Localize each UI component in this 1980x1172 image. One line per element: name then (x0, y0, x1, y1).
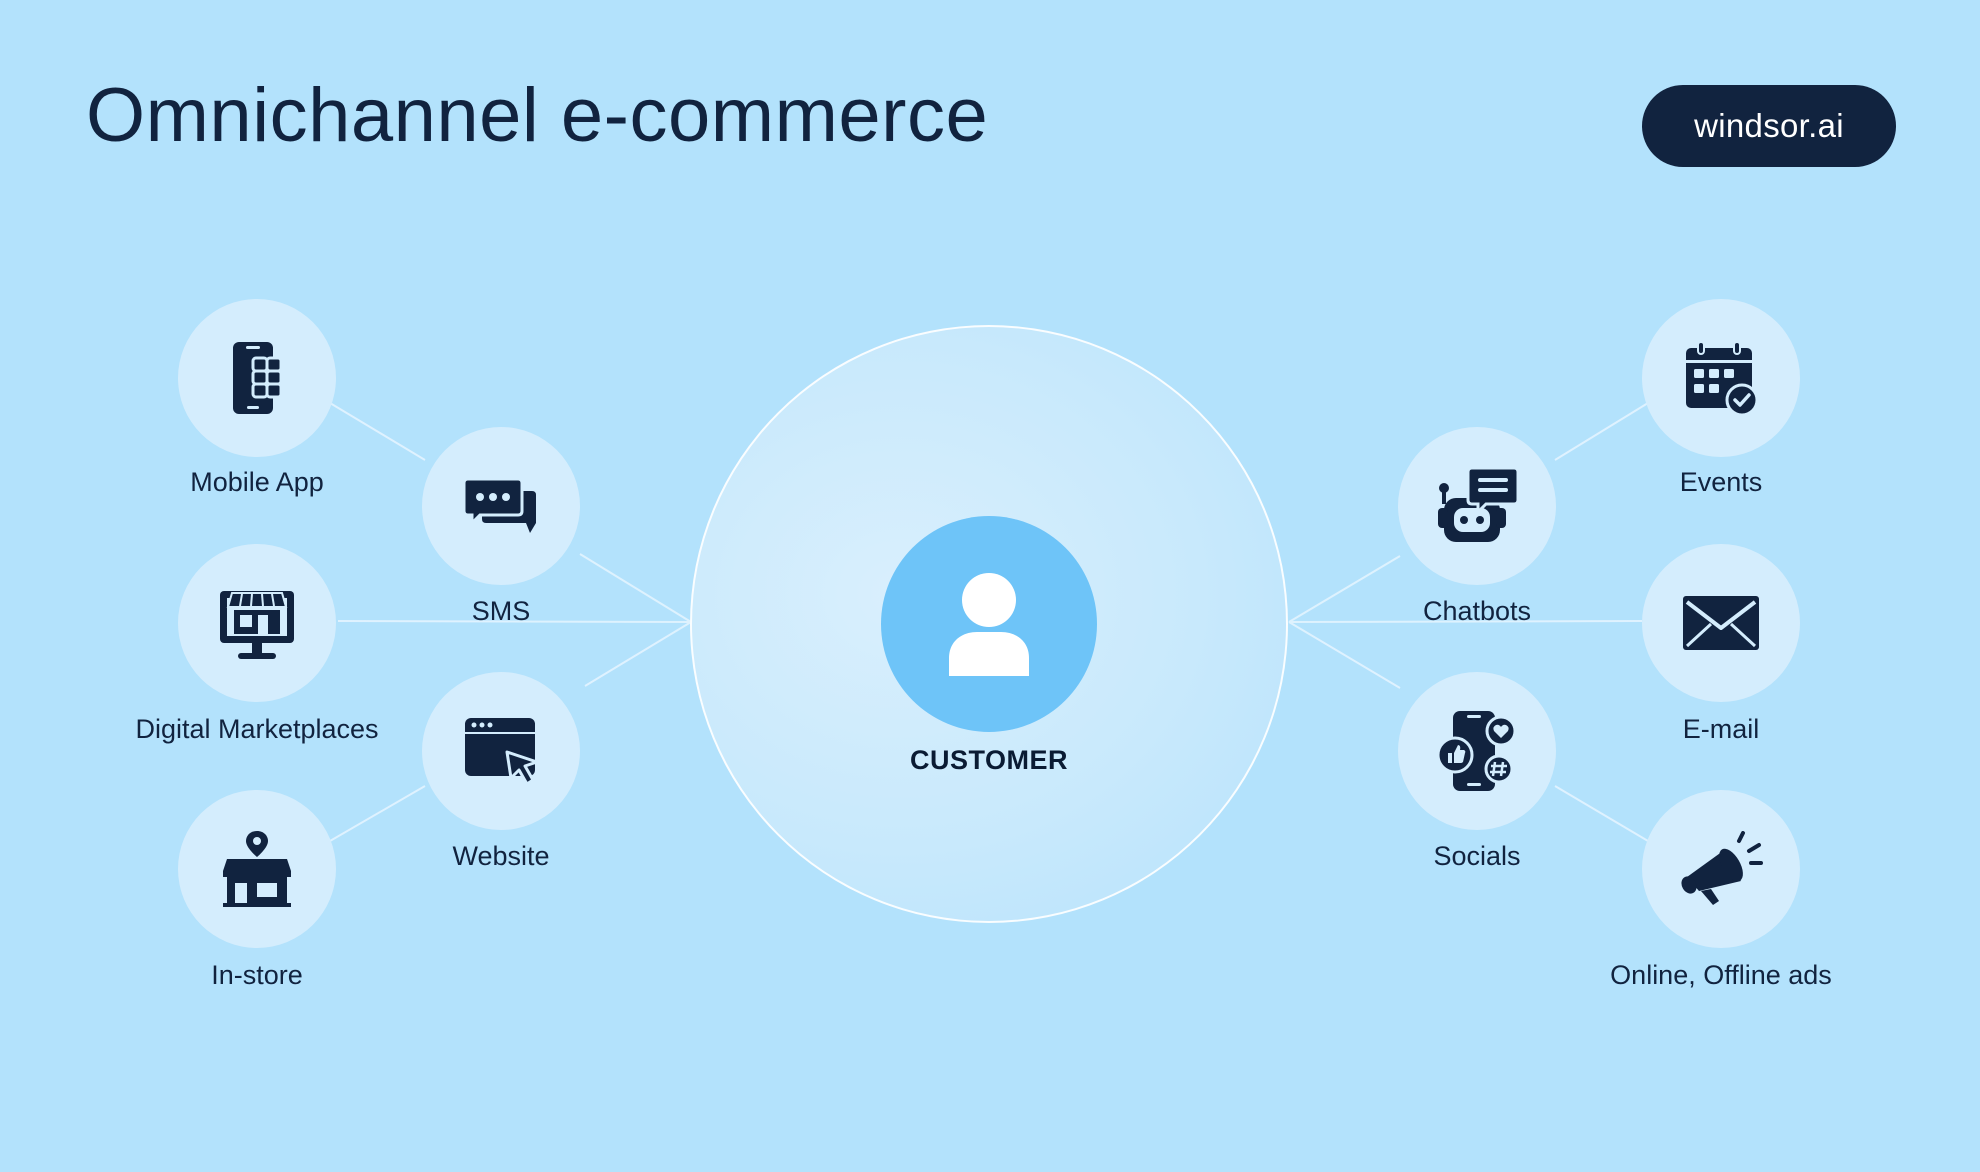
node-email[interactable] (1642, 544, 1800, 702)
connector-center-email (1288, 620, 1643, 623)
envelope-icon (1683, 596, 1759, 650)
connector-socials-ads (1554, 785, 1649, 842)
node-sms[interactable] (422, 427, 580, 585)
smartphone-icon (233, 342, 283, 414)
node-mobile-app[interactable] (178, 299, 336, 457)
label-chatbots: Chatbots (1422, 596, 1532, 626)
brand-logo-badge[interactable]: windsor.ai (1642, 85, 1896, 167)
social-phone-icon (1436, 711, 1517, 791)
store-location-icon (223, 831, 291, 907)
label-ads: Online, Offline ads (1610, 960, 1832, 990)
node-digital-marketplaces[interactable] (178, 544, 336, 702)
megaphone-icon (1681, 831, 1763, 905)
browser-cursor-icon (465, 718, 539, 786)
user-icon (949, 573, 1029, 676)
connector-marketplaces-center (337, 620, 692, 623)
node-socials[interactable] (1398, 672, 1556, 830)
label-in-store: In-store (211, 960, 303, 990)
calendar-check-icon (1686, 341, 1758, 416)
chat-bubbles-icon (464, 477, 536, 533)
connector-chatbots-events (1554, 402, 1649, 461)
connector-website-center (584, 621, 692, 687)
customer-label: CUSTOMER (909, 745, 1068, 775)
label-events: Events (1679, 467, 1763, 497)
label-digital-marketplaces: Digital Marketplaces (135, 714, 379, 744)
connector-sms-center (579, 553, 692, 623)
label-website: Website (452, 841, 550, 871)
node-website[interactable] (422, 672, 580, 830)
monitor-storefront-icon (220, 591, 294, 659)
robot-chat-icon (1438, 466, 1520, 542)
node-chatbots[interactable] (1398, 427, 1556, 585)
connector-instore-website (329, 785, 426, 842)
connector-center-socials (1288, 621, 1401, 689)
node-in-store[interactable] (178, 790, 336, 948)
node-events[interactable] (1642, 299, 1800, 457)
connector-mobile-sms (329, 402, 426, 461)
label-sms: SMS (471, 596, 531, 626)
label-email: E-mail (1682, 714, 1760, 744)
connector-center-chatbots (1288, 555, 1401, 623)
label-mobile-app: Mobile App (190, 467, 324, 497)
node-ads[interactable] (1642, 790, 1800, 948)
customer-circle[interactable] (881, 516, 1097, 732)
label-socials: Socials (1433, 841, 1521, 871)
page-title: Omnichannel e-commerce (86, 73, 989, 158)
